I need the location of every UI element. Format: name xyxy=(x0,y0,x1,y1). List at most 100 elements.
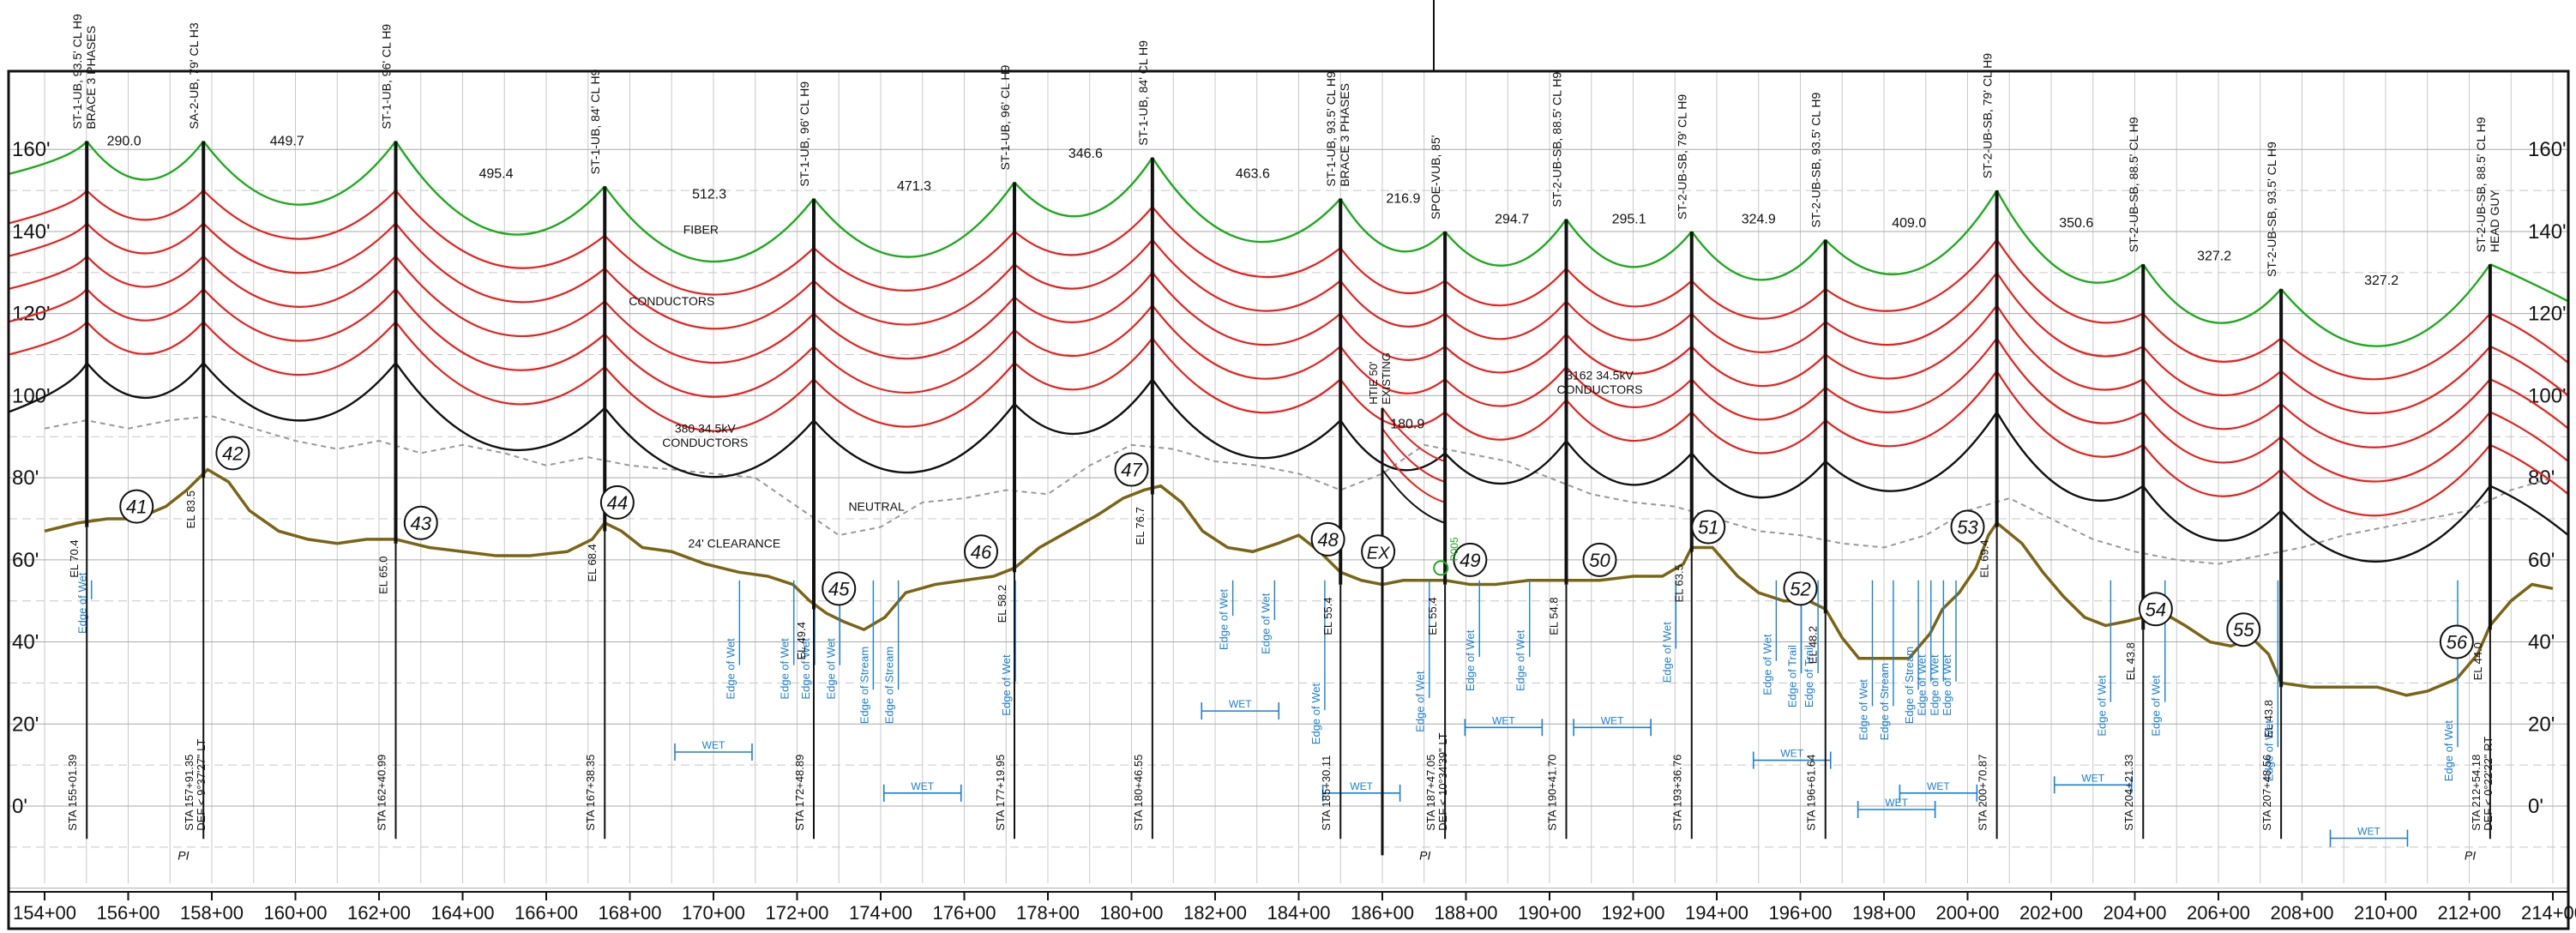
structure-elevation-label: EL 49.4 xyxy=(795,622,808,659)
structure-elevation-label: EL 43.8 xyxy=(2262,700,2275,737)
neutral-wire xyxy=(1339,419,1446,472)
structure-description: ST-2-UB-SB, 88.5' CL H9 xyxy=(1550,72,1564,208)
span-length-label: 350.6 xyxy=(2059,216,2093,231)
fiber-wire xyxy=(202,140,397,206)
structure-number-bubble xyxy=(215,436,250,471)
x-tick-label: 154+00 xyxy=(13,902,76,924)
structure-description-2: BRACE 3 PHASES xyxy=(1338,83,1351,187)
fiber-wire xyxy=(1565,218,1693,268)
conductor-wire xyxy=(2280,378,2491,448)
pi-deflection-label: DEF < 9°37'27" LT xyxy=(195,739,208,831)
conductor-wire xyxy=(1444,300,1568,340)
neutral-wire xyxy=(2489,485,2569,537)
wetland-edge-label: Edge of Wet xyxy=(76,572,89,634)
conductor-wire xyxy=(86,190,205,221)
span-length-label: 346.6 xyxy=(1068,147,1103,161)
structure-station-label: STA 204+21.33 xyxy=(2122,755,2135,831)
structure-description: ST-1-UB, 96' CL H9 xyxy=(380,24,394,129)
conductor-wire xyxy=(1995,370,2144,458)
y-tick-label-left: 0' xyxy=(12,795,27,818)
structure-number-bubble xyxy=(1114,452,1149,487)
conductor-wire xyxy=(2489,443,2569,496)
neutral-wire xyxy=(1690,452,1827,499)
wetland-edge-label: Edge of Wet xyxy=(2150,675,2163,737)
structure-description: SPOE-VUB, 85' xyxy=(1429,135,1442,220)
survey-marker xyxy=(1433,560,1449,576)
wetland-edge-label: Edge of Wet xyxy=(1857,679,1870,741)
wetland-edge-label: Edge of Wet xyxy=(1309,683,1322,745)
wetland-wet-label: WET xyxy=(1601,714,1624,726)
conductor-wire xyxy=(1339,280,1446,328)
wetland-edge-label: Edge of Wet xyxy=(799,638,812,700)
conductor-wire xyxy=(1339,247,1446,294)
x-tick-label: 160+00 xyxy=(263,902,327,924)
structure-number-bubble xyxy=(964,534,998,569)
survey-marker-label: P005 xyxy=(1448,537,1460,561)
structure-description: ST-2-UB-SB, 88.5' CL H9 xyxy=(2127,117,2140,252)
conductor-wire xyxy=(202,255,397,308)
wire-callout-label: 3162 34.5kV xyxy=(1566,368,1634,382)
conductor-wire xyxy=(1014,238,1153,290)
conductor-wire xyxy=(2142,346,2282,397)
wetland-wet-label: WET xyxy=(911,780,934,792)
neutral-wire xyxy=(813,403,1015,474)
conductor-wire xyxy=(604,234,815,296)
y-tick-label-right: 40' xyxy=(2528,631,2555,654)
fiber-wire xyxy=(2489,263,2569,303)
conductor-wire xyxy=(1995,272,2144,358)
structure-description-2: HEAD GUY xyxy=(2488,189,2501,252)
x-tick-label: 184+00 xyxy=(1267,902,1330,924)
neutral-wire xyxy=(394,362,606,452)
y-tick-label-right: 0' xyxy=(2528,795,2543,818)
span-length-label: 471.3 xyxy=(897,179,931,194)
existing-bubble xyxy=(1361,534,1396,569)
fiber-wire xyxy=(2280,263,2491,347)
structure-number: 56 xyxy=(2447,632,2468,653)
structure-station-label: STA 162+40.99 xyxy=(376,755,388,831)
structure-number-bubble xyxy=(403,505,438,540)
structure-number: 52 xyxy=(1790,578,1810,599)
wetland-edge-label: Edge of Wet xyxy=(724,638,737,700)
y-tick-label-right: 140' xyxy=(2528,220,2567,244)
x-tick-label: 168+00 xyxy=(598,902,661,924)
structure-elevation-label: EL 54.8 xyxy=(1548,597,1561,635)
structure-number: 51 xyxy=(1698,517,1718,539)
structure-number: 46 xyxy=(971,541,992,563)
conductor-wire xyxy=(1690,411,1827,454)
x-tick-label: 158+00 xyxy=(180,902,244,924)
conductor-wire xyxy=(2489,411,2569,462)
structure-number: 50 xyxy=(1589,550,1610,571)
wetland-edge-label: Edge of Trail xyxy=(1786,645,1799,707)
conductor-wire xyxy=(394,222,605,304)
y-tick-label-right: 80' xyxy=(2528,466,2555,490)
structure-number: 43 xyxy=(411,513,432,534)
structure-number-bubble xyxy=(1582,542,1617,577)
conductor-wire xyxy=(202,222,397,274)
wetland-edge-label: Edge of Wet xyxy=(1660,622,1673,683)
structure-number: 42 xyxy=(222,442,243,464)
existing-conductor-wire xyxy=(1381,468,1446,524)
span-length-label: 512.3 xyxy=(692,188,726,202)
wire-callout-label: 380 34.5kV xyxy=(675,421,736,435)
structure-elevation-label: EL 55.4 xyxy=(1321,597,1334,635)
structure-number-bubble xyxy=(1691,509,1726,545)
x-tick-label: 162+00 xyxy=(347,902,411,924)
conductor-wire xyxy=(86,255,205,288)
span-length-label: 294.7 xyxy=(1495,212,1529,226)
span-length-label: 295.1 xyxy=(1612,212,1646,226)
wetland-edge-label: Edge of Wet xyxy=(1464,629,1477,691)
structure-elevation-label: EL 48.2 xyxy=(1807,626,1820,664)
conductor-wire xyxy=(8,255,88,291)
y-tick-label-left: 120' xyxy=(12,303,51,326)
structure-number-bubble xyxy=(1783,571,1818,606)
existing-conductor-wire xyxy=(1381,428,1446,483)
wetland-edge-label: Edge of Wet xyxy=(1259,593,1272,654)
fiber-wire xyxy=(604,185,815,263)
x-tick-label: 166+00 xyxy=(515,902,578,924)
structure-station-label: STA 193+36.76 xyxy=(1671,755,1684,831)
conductor-wire xyxy=(1995,304,2144,391)
